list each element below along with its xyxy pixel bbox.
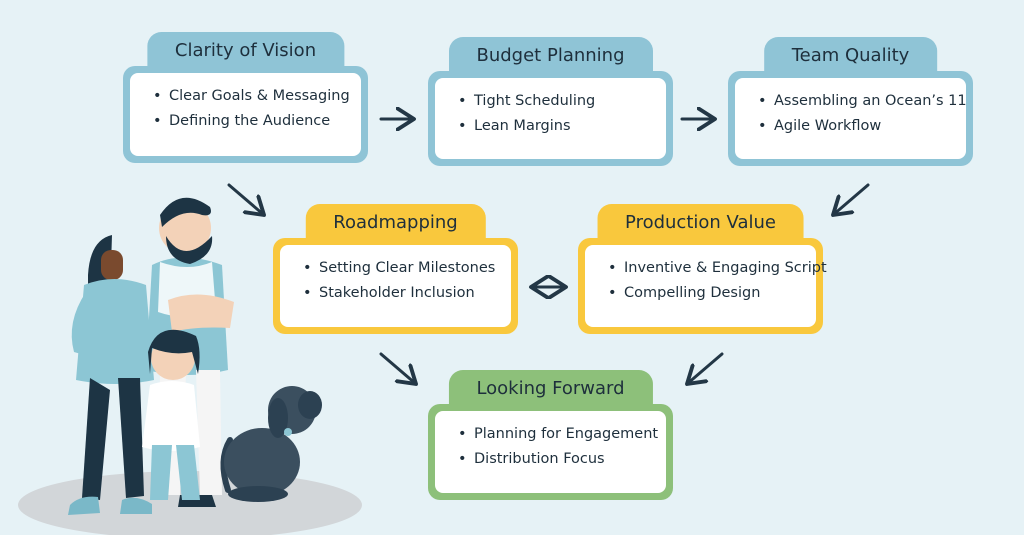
list-item: Inventive & Engaging Script: [608, 256, 827, 281]
card-frame: Tight Scheduling Lean Margins: [428, 71, 673, 166]
bullet-list: Inventive & Engaging Script Compelling D…: [608, 256, 827, 306]
dog-figure: [220, 386, 322, 502]
card-title: Clarity of Vision: [146, 32, 345, 68]
list-item: Agile Workflow: [758, 114, 966, 139]
card-budget-planning: Budget Planning Tight Scheduling Lean Ma…: [428, 37, 673, 166]
bullet-list: Assembling an Ocean’s 11 Agile Workflow: [758, 89, 967, 139]
card-frame: Clear Goals & Messaging Defining the Aud…: [123, 66, 368, 163]
bullet-list: Setting Clear Milestones Stakeholder Inc…: [303, 256, 511, 306]
arrow-team-to-production: [833, 183, 870, 215]
list-item: Stakeholder Inclusion: [303, 281, 511, 306]
woman-figure: [68, 235, 154, 515]
bullet-list: Tight Scheduling Lean Margins: [458, 89, 666, 139]
bullet-list: Planning for Engagement Distribution Foc…: [458, 422, 666, 472]
card-roadmapping: Roadmapping Setting Clear Milestones Sta…: [273, 204, 518, 334]
list-item: Distribution Focus: [458, 447, 666, 472]
card-body: Planning for Engagement Distribution Foc…: [435, 411, 666, 493]
card-body: Setting Clear Milestones Stakeholder Inc…: [280, 245, 511, 327]
list-item: Assembling an Ocean’s 11: [758, 89, 967, 114]
card-frame: Assembling an Ocean’s 11 Agile Workflow: [728, 71, 973, 166]
card-looking-forward: Looking Forward Planning for Engagement …: [428, 370, 673, 500]
list-item: Defining the Audience: [153, 109, 361, 134]
card-title: Roadmapping: [305, 204, 486, 240]
list-item: Compelling Design: [608, 281, 816, 306]
list-item: Tight Scheduling: [458, 89, 666, 114]
arrow-clarity-to-roadmapping: [227, 183, 264, 215]
arrow-production-to-forward: [687, 352, 724, 384]
list-item: Setting Clear Milestones: [303, 256, 511, 281]
card-title: Team Quality: [763, 37, 938, 73]
list-item: Clear Goals & Messaging: [153, 84, 361, 109]
list-item: Lean Margins: [458, 114, 666, 139]
card-body: Clear Goals & Messaging Defining the Aud…: [130, 73, 361, 156]
card-title: Production Value: [597, 204, 804, 240]
card-title: Looking Forward: [448, 370, 653, 406]
list-item: Planning for Engagement: [458, 422, 666, 447]
card-title: Budget Planning: [448, 37, 653, 73]
child-figure: [142, 329, 200, 500]
card-frame: Planning for Engagement Distribution Foc…: [428, 404, 673, 500]
card-production-value: Production Value Inventive & Engaging Sc…: [578, 204, 827, 334]
card-clarity-of-vision: Clarity of Vision Clear Goals & Messagin…: [123, 32, 368, 163]
card-body: Tight Scheduling Lean Margins: [435, 78, 666, 159]
card-frame: Setting Clear Milestones Stakeholder Inc…: [273, 238, 518, 334]
card-frame: Inventive & Engaging Script Compelling D…: [578, 238, 827, 334]
card-team-quality: Team Quality Assembling an Ocean’s 11 Ag…: [728, 37, 973, 166]
arrow-roadmapping-to-forward: [379, 352, 416, 384]
card-body: Inventive & Engaging Script Compelling D…: [585, 245, 827, 327]
card-body: Assembling an Ocean’s 11 Agile Workflow: [735, 78, 967, 159]
bullet-list: Clear Goals & Messaging Defining the Aud…: [153, 84, 361, 134]
